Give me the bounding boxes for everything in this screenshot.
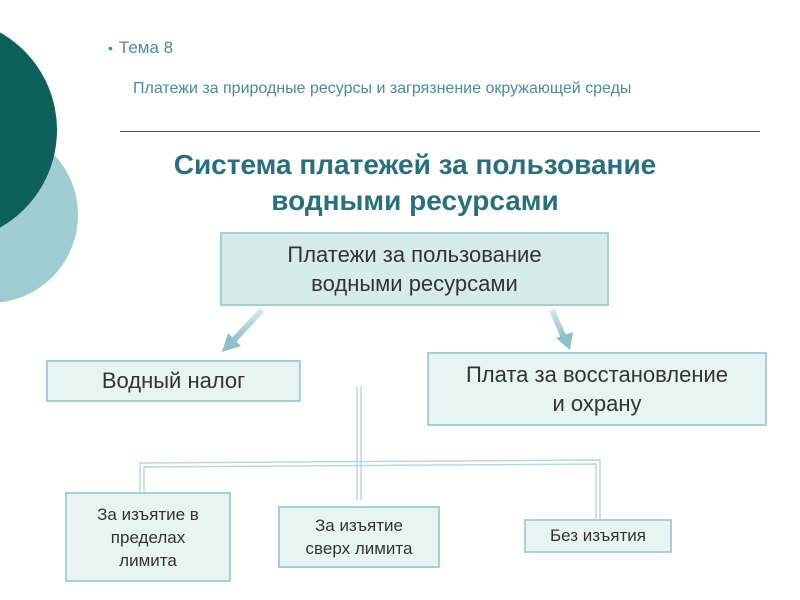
node-within-line-1: За изъятие в [97,504,199,524]
node-water-tax: Водный налог [46,360,301,402]
deco-circle-dark [0,32,57,228]
title-line-1: Система платежей за пользование [173,149,657,180]
node-over-line-2: сверх лимита [305,539,413,558]
bullet-icon: • [108,40,113,56]
arrow-left [222,307,265,352]
node-root: Платежи за пользование водными ресурсами [220,232,609,306]
node-restoration-line-1: Плата за восстановление [465,362,729,387]
connector-tree [139,386,601,519]
node-root-line-2: водными ресурсами [311,271,518,296]
arrow-right [549,308,573,350]
node-no-withdrawal: Без изъятия [524,519,672,553]
title-line-2: водными ресурсами [271,185,559,216]
node-root-line-1: Платежи за пользование [287,242,542,267]
node-over-line-1: За изъятие [315,516,403,535]
node-restoration-fee: Плата за восстановление и охрану [427,352,767,426]
node-restoration-line-2: и охрану [552,391,642,416]
node-within-limit: За изъятие в пределах лимита [65,492,231,582]
topic-subtitle: Платежи за природные ресурсы и загрязнен… [133,80,632,97]
node-within-line-3: лимита [119,550,177,570]
page-title: Система платежей за пользование водными … [130,147,700,219]
node-water-tax-label: Водный налог [101,368,246,393]
node-none-label: Без изъятия [550,526,646,545]
theme-label: Тема 8 [118,38,174,57]
divider [120,131,760,132]
theme-heading: • Тема 8 [108,38,173,58]
node-over-limit: За изъятие сверх лимита [278,506,440,568]
node-within-line-2: пределах [110,527,186,547]
